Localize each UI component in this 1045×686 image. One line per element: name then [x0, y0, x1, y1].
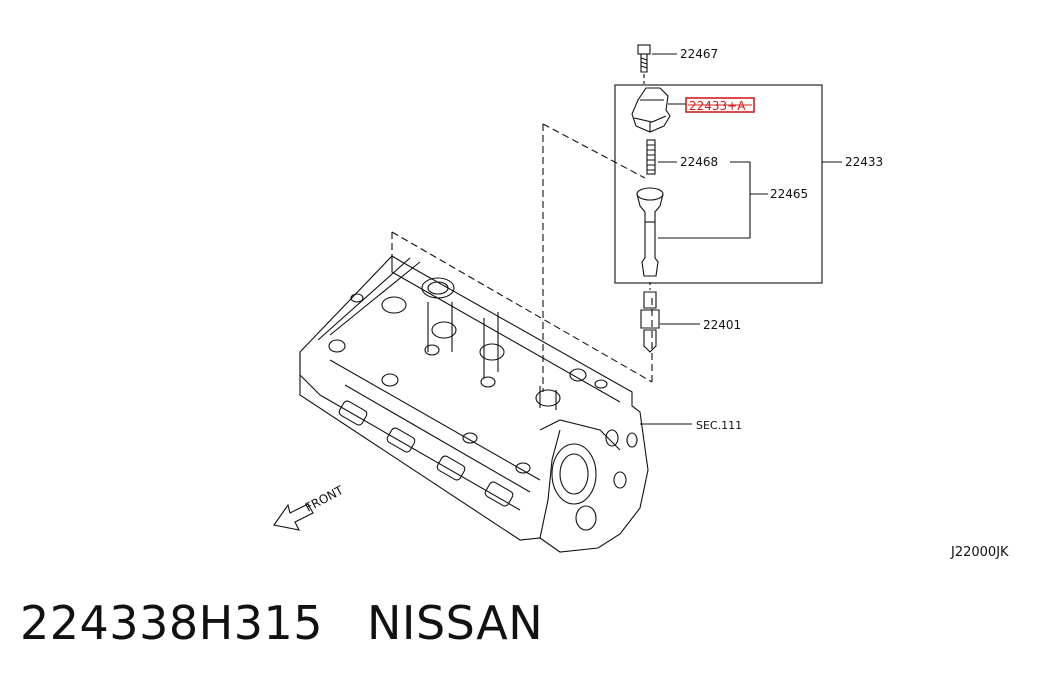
highlight-box: [685, 97, 755, 113]
brand-name: NISSAN: [367, 596, 544, 650]
label-sec111: SEC.111: [696, 419, 742, 432]
front-arrow-icon: [273, 503, 314, 531]
label-22401: 22401: [703, 318, 741, 332]
dashed-guide: [391, 123, 653, 392]
figure-code: J22000JK: [950, 545, 1009, 560]
boot-22465: [636, 187, 664, 277]
cylinder-head: [299, 255, 649, 553]
spark-plug-22401: [640, 282, 700, 353]
label-coil-highlight: 22433+A: [689, 99, 746, 113]
label-22433: 22433: [845, 155, 883, 169]
footer-caption: 224338H315 NISSAN: [20, 596, 543, 650]
assembly-box: [614, 84, 823, 284]
label-22465: 22465: [770, 187, 808, 201]
label-front: FRONT: [303, 483, 346, 515]
bolt-22467: [637, 44, 677, 84]
label-22468: 22468: [680, 155, 718, 169]
spring-22468: [646, 139, 677, 175]
part-number: 224338H315: [20, 596, 323, 650]
ignition-coil: [631, 87, 686, 133]
label-22467: 22467: [680, 47, 718, 61]
